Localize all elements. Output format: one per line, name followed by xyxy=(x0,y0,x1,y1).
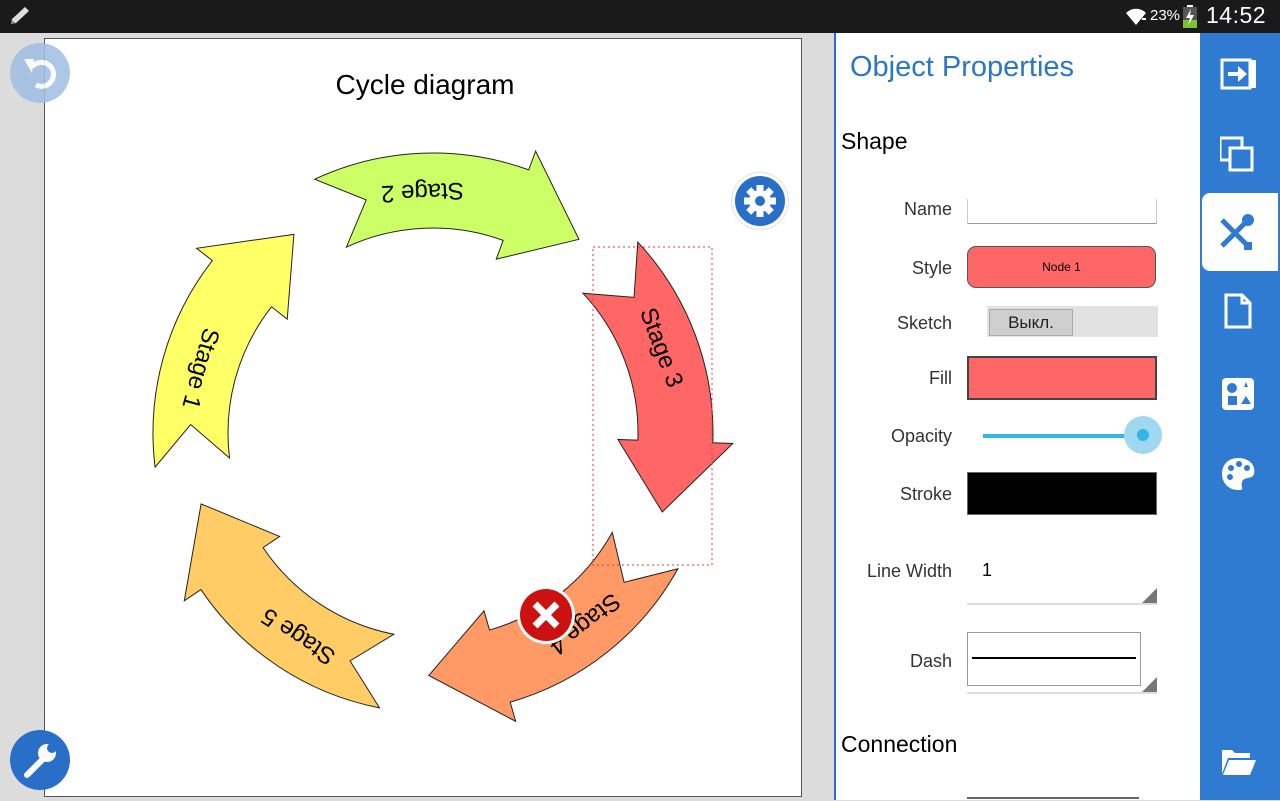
stage-label: Stage 2 xyxy=(381,177,465,208)
palette-icon xyxy=(1222,458,1255,490)
dropdown-corner-icon[interactable] xyxy=(1142,588,1157,603)
pen-icon xyxy=(11,7,29,24)
shape-section-heading: Shape xyxy=(841,128,908,154)
dropdown-corner-icon[interactable] xyxy=(1142,677,1157,692)
exit-button[interactable] xyxy=(1200,35,1280,113)
settings-button[interactable] xyxy=(732,173,788,229)
sketch-toggle-knob[interactable]: Выкл. xyxy=(989,309,1073,336)
close-icon xyxy=(517,586,575,644)
folder-open-icon xyxy=(1222,750,1256,775)
line-width-label: Line Width xyxy=(866,561,952,581)
palette-button[interactable] xyxy=(1200,435,1280,513)
tools-icon xyxy=(1220,214,1254,250)
sketch-label: Sketch xyxy=(896,313,952,333)
opacity-slider-thumb[interactable] xyxy=(1124,416,1162,454)
right-toolbar xyxy=(1200,33,1280,800)
dash-select[interactable] xyxy=(967,632,1141,686)
battery-charging-icon xyxy=(1183,5,1197,28)
wifi-icon xyxy=(1126,8,1146,25)
fill-label: Fill xyxy=(929,368,952,388)
style-label: Style xyxy=(911,258,952,278)
line-width-input[interactable]: 1 xyxy=(982,560,993,580)
name-input[interactable] xyxy=(967,199,1157,224)
panel-title: Object Properties xyxy=(850,51,1075,83)
line-width-underline xyxy=(967,603,1157,605)
connection-section-heading: Connection xyxy=(841,731,958,757)
fill-color-swatch[interactable] xyxy=(967,356,1157,400)
undo-button[interactable] xyxy=(10,43,70,103)
diagram-title[interactable]: Cycle diagram xyxy=(335,69,515,100)
stage-arrow[interactable] xyxy=(152,233,295,469)
undo-icon xyxy=(24,59,56,89)
style-button[interactable]: Node 1 xyxy=(967,246,1156,288)
shapes-button[interactable] xyxy=(1200,355,1280,433)
document-button[interactable] xyxy=(1200,275,1280,353)
gear-icon xyxy=(744,185,776,217)
copy-icon xyxy=(1220,136,1254,172)
shapes-icon xyxy=(1222,378,1254,410)
exit-icon xyxy=(1220,58,1256,90)
dash-label: Dash xyxy=(909,651,952,671)
stage-arrow[interactable] xyxy=(313,149,580,260)
object-properties-panel: Object Properties Shape Name Style Node … xyxy=(834,33,1202,800)
delete-button[interactable] xyxy=(516,585,576,645)
name-label: Name xyxy=(903,199,952,219)
status-bar: 23% 14:52 xyxy=(0,0,1280,33)
dash-preview xyxy=(972,657,1136,659)
selection-box xyxy=(592,246,713,566)
stroke-label: Stroke xyxy=(899,484,952,504)
wrench-icon xyxy=(24,743,57,778)
opacity-label: Opacity xyxy=(890,426,952,446)
tools-button[interactable] xyxy=(10,730,70,790)
battery-percent: 23% xyxy=(1150,7,1181,24)
stroke-color-swatch[interactable] xyxy=(967,472,1157,515)
stage-arrow[interactable] xyxy=(183,503,396,709)
stage-arrow[interactable] xyxy=(581,240,735,513)
document-icon xyxy=(1224,293,1252,329)
sketch-toggle[interactable]: Выкл. xyxy=(987,306,1158,337)
dash-underline xyxy=(967,692,1157,694)
tools-tab[interactable] xyxy=(1202,193,1278,271)
copy-button[interactable] xyxy=(1200,115,1280,193)
connection-field[interactable] xyxy=(967,797,1139,799)
opacity-slider-track[interactable] xyxy=(983,434,1143,438)
clock: 14:52 xyxy=(1206,2,1267,28)
open-folder-button[interactable] xyxy=(1200,723,1280,801)
